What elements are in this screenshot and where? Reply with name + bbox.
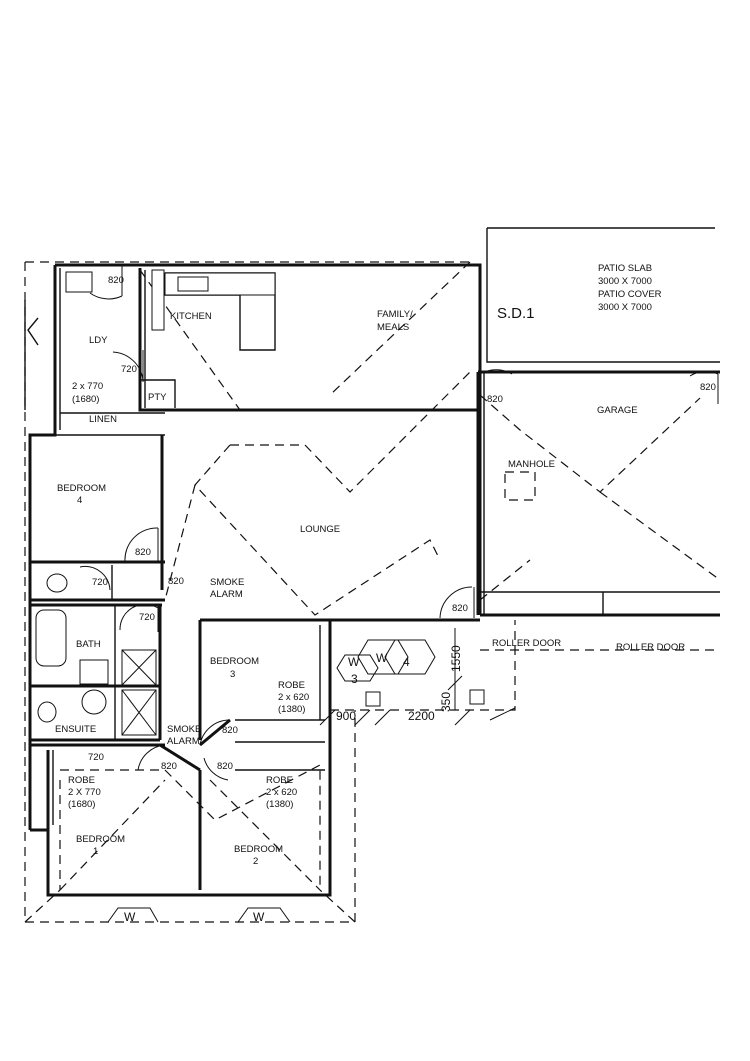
dimension-lines: [319, 628, 516, 726]
door-garage-820-left: 820: [487, 394, 503, 405]
window-marker-box-b: [469, 689, 485, 705]
door-swings: [79, 265, 475, 781]
door-bath-720: 720: [139, 612, 155, 623]
roller-door-2-label: ROLLER DOOR: [616, 642, 685, 653]
window-callout: [336, 639, 436, 682]
window-marker-box-a: [365, 691, 381, 707]
patio-label-line4: 3000 X 7000: [598, 302, 652, 313]
toilet-1: [46, 573, 68, 593]
window-number-4: 4: [403, 655, 410, 669]
bedroom3-number: 3: [230, 669, 235, 680]
laundry-robe-size: 2 x 770: [72, 381, 103, 392]
dimension-900: 900: [336, 709, 356, 723]
dimension-2200: 2200: [408, 709, 435, 723]
smoke-alarm-2-line1: SMOKE: [167, 724, 201, 735]
family-label-line2: MEALS: [377, 322, 409, 333]
bedroom4-label: BEDROOM: [57, 483, 106, 494]
house-walls: [24, 263, 482, 897]
dimension-350: 350: [439, 692, 453, 712]
linen-label: LINEN: [89, 414, 117, 425]
robe1-size: 2 X 770: [68, 787, 101, 798]
window-w-marker-right: W: [253, 910, 265, 924]
vanity-ensuite: [81, 689, 107, 715]
window-number-3: 3: [351, 672, 358, 686]
bedroom2-number: 2: [253, 856, 258, 867]
door-bed1-820: 820: [161, 761, 177, 772]
robe3-label: ROBE: [278, 680, 305, 691]
robe2-label: ROBE: [266, 775, 293, 786]
robe3-size: 2 x 620: [278, 692, 309, 703]
door-bed2-820: 820: [217, 761, 233, 772]
patio-label-line1: PATIO SLAB: [598, 263, 652, 274]
sliding-door-label: S.D.1: [497, 305, 535, 322]
lounge-label: LOUNGE: [300, 524, 340, 535]
manhole-label: MANHOLE: [508, 459, 555, 470]
robe3-total: (1380): [278, 704, 305, 715]
patio-label-line3: PATIO COVER: [598, 289, 662, 300]
door-hall-820: 820: [168, 576, 184, 587]
robe1-label: ROBE: [68, 775, 95, 786]
laundry-tub: [65, 271, 93, 293]
robe2-size: 2 x 620: [266, 787, 297, 798]
garage-label: GARAGE: [597, 405, 638, 416]
window-markers-bottom: [107, 907, 291, 923]
vanity-bath: [79, 659, 109, 685]
door-bed4-820: 820: [135, 547, 151, 558]
laundry-robe-total: (1680): [72, 394, 99, 405]
door-garage-820-right: 820: [700, 382, 716, 393]
pantry-label: PTY: [148, 392, 167, 403]
bedroom4-number: 4: [77, 495, 82, 506]
kitchen-cabinets: [151, 269, 165, 331]
manhole-outline: [504, 471, 536, 501]
room-labels: PATIO SLAB 3000 X 7000 PATIO COVER 3000 …: [55, 263, 685, 867]
robe1-total: (1680): [68, 799, 95, 810]
smoke-alarm-1-line2: ALARM: [210, 589, 243, 600]
toilet-2: [37, 701, 57, 723]
bedroom3-label: BEDROOM: [210, 656, 259, 667]
roller-door-1-label: ROLLER DOOR: [492, 638, 561, 649]
door-ensuite-720: 720: [88, 752, 104, 763]
window-labels: W W 4 3 W W: [124, 651, 410, 924]
patio-and-garage: [476, 227, 720, 617]
door-ldy-820: 820: [108, 275, 124, 286]
bedroom1-label: BEDROOM: [76, 834, 125, 845]
garage-door-right: [689, 370, 719, 404]
kitchen-sink: [177, 276, 209, 292]
kitchen-label: KITCHEN: [170, 311, 212, 322]
patio-label-line2: 3000 X 7000: [598, 276, 652, 287]
laundry-label: LDY: [89, 335, 108, 346]
bath-label: BATH: [76, 639, 101, 650]
window-w-callout: W: [376, 651, 388, 665]
door-garage-820-bottom: 820: [452, 603, 468, 614]
ensuite-label: ENSUITE: [55, 724, 96, 735]
door-width-labels: 820 720 820 820 820 720 820 720 820 820 …: [88, 275, 716, 772]
smoke-alarm-2-line2: ALARM: [167, 736, 200, 747]
window-w-marker-left: W: [124, 910, 136, 924]
door-bed3-820: 820: [222, 725, 238, 736]
bedroom2-label: BEDROOM: [234, 844, 283, 855]
dimension-labels: 900 2200 350 1550: [336, 645, 463, 723]
smoke-alarm-1-line1: SMOKE: [210, 577, 244, 588]
dimension-1550: 1550: [449, 645, 463, 672]
fixtures: [35, 269, 485, 736]
door-ldy-720: 720: [121, 364, 137, 375]
robe2-total: (1380): [266, 799, 293, 810]
roof-outline: [24, 261, 721, 923]
family-label-line1: FAMILY/: [377, 309, 413, 320]
window-w-callout-lower: W: [348, 655, 360, 669]
door-wc-720: 720: [92, 577, 108, 588]
bedroom1-number: 1: [93, 846, 98, 857]
bathtub: [35, 609, 67, 667]
